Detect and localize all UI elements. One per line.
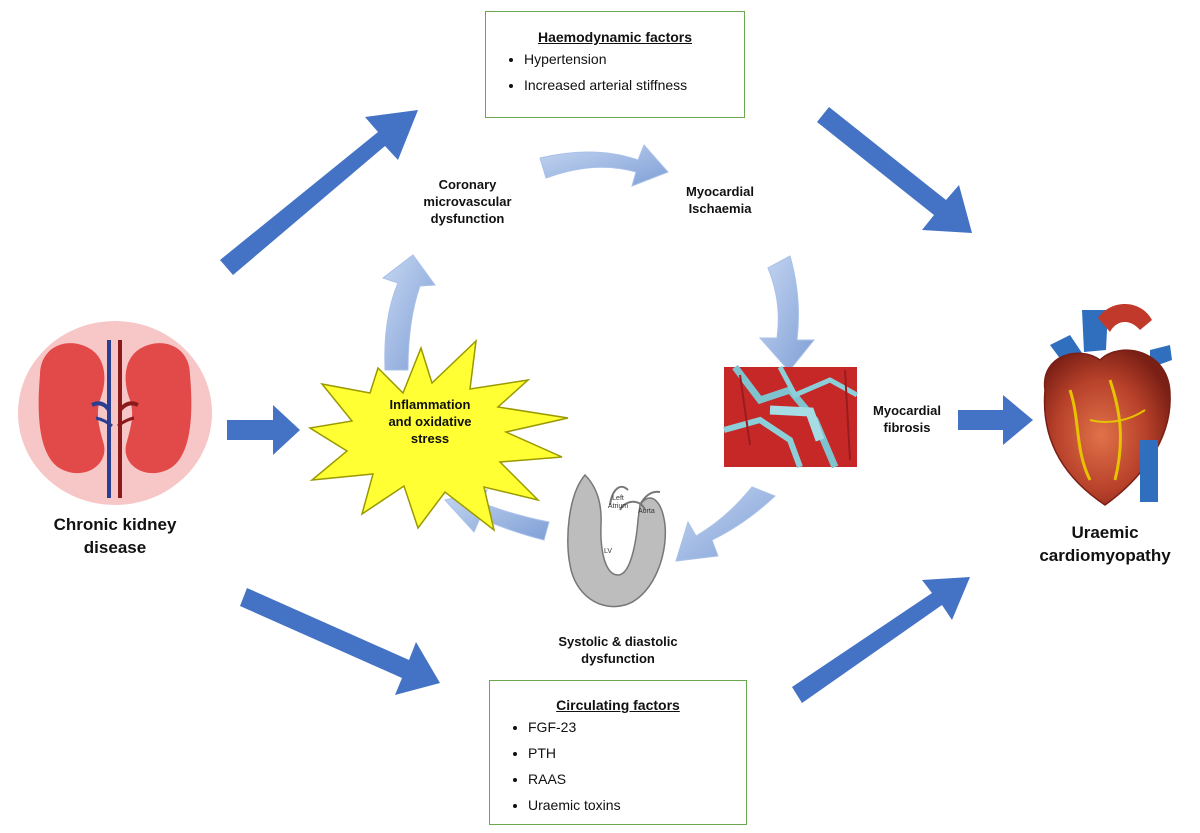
list-item: PTH bbox=[528, 745, 746, 761]
list-item: FGF-23 bbox=[528, 719, 746, 735]
arrow-ckd-to-haemodynamic bbox=[220, 110, 418, 275]
myocardial-ischaemia-label: Myocardial Ischaemia bbox=[686, 184, 754, 216]
inflammation-starburst bbox=[307, 339, 569, 532]
inflammation-label: Inflammation and oxidative stress bbox=[388, 397, 472, 446]
circulating-factors-list: FGF-23 PTH RAAS Uraemic toxins bbox=[490, 719, 746, 813]
myocardial-fibrosis-label: Myocardial fibrosis bbox=[873, 403, 941, 435]
arrow-circulating-to-ucm bbox=[792, 577, 970, 703]
list-item: Hypertension bbox=[524, 51, 744, 67]
aorta-label: Aorta bbox=[638, 508, 655, 515]
cycle-arrow-fibrosis-to-systolic bbox=[675, 486, 776, 562]
haemodynamic-factors-box: Haemodynamic factors Hypertension Increa… bbox=[485, 11, 745, 118]
heart-section-sketch bbox=[567, 473, 667, 608]
lv-label: LV bbox=[604, 548, 613, 555]
cycle-arrow-coronary-to-ischaemia bbox=[539, 144, 669, 187]
list-item: Increased arterial stiffness bbox=[524, 77, 744, 93]
systolic-diastolic-dysfunction-label: Systolic & diastolic dysfunction bbox=[558, 634, 678, 666]
arrow-ckd-to-circulating bbox=[240, 588, 440, 695]
anatomical-heart-image bbox=[1043, 304, 1172, 506]
list-item: Uraemic toxins bbox=[528, 797, 746, 813]
list-item: RAAS bbox=[528, 771, 746, 787]
ucm-label: Uraemic cardiomyopathy bbox=[1039, 523, 1171, 565]
cycle-arrow-ischaemia-to-fibrosis bbox=[758, 255, 816, 372]
circulating-factors-box: Circulating factors FGF-23 PTH RAAS Urae… bbox=[489, 680, 747, 825]
haemodynamic-factors-list: Hypertension Increased arterial stiffnes… bbox=[486, 51, 744, 93]
kidney-illustration bbox=[18, 321, 212, 505]
cycle-arrow-inflammation-to-coronary bbox=[381, 254, 436, 371]
big-arrows bbox=[220, 107, 1033, 703]
arrow-ckd-to-inflammation bbox=[227, 405, 300, 455]
fibrosis-histology-image bbox=[723, 364, 859, 469]
haemodynamic-factors-title: Haemodynamic factors bbox=[537, 29, 693, 45]
arrow-haemodynamic-to-ucm bbox=[817, 107, 972, 233]
ckd-label: Chronic kidney disease bbox=[53, 515, 177, 557]
coronary-dysfunction-label: Coronary microvascular dysfunction bbox=[423, 177, 512, 226]
circulating-factors-title: Circulating factors bbox=[556, 697, 680, 713]
left-atrium-label: Left Atrium bbox=[607, 495, 629, 510]
arrow-fibrosis-to-ucm bbox=[958, 395, 1033, 445]
